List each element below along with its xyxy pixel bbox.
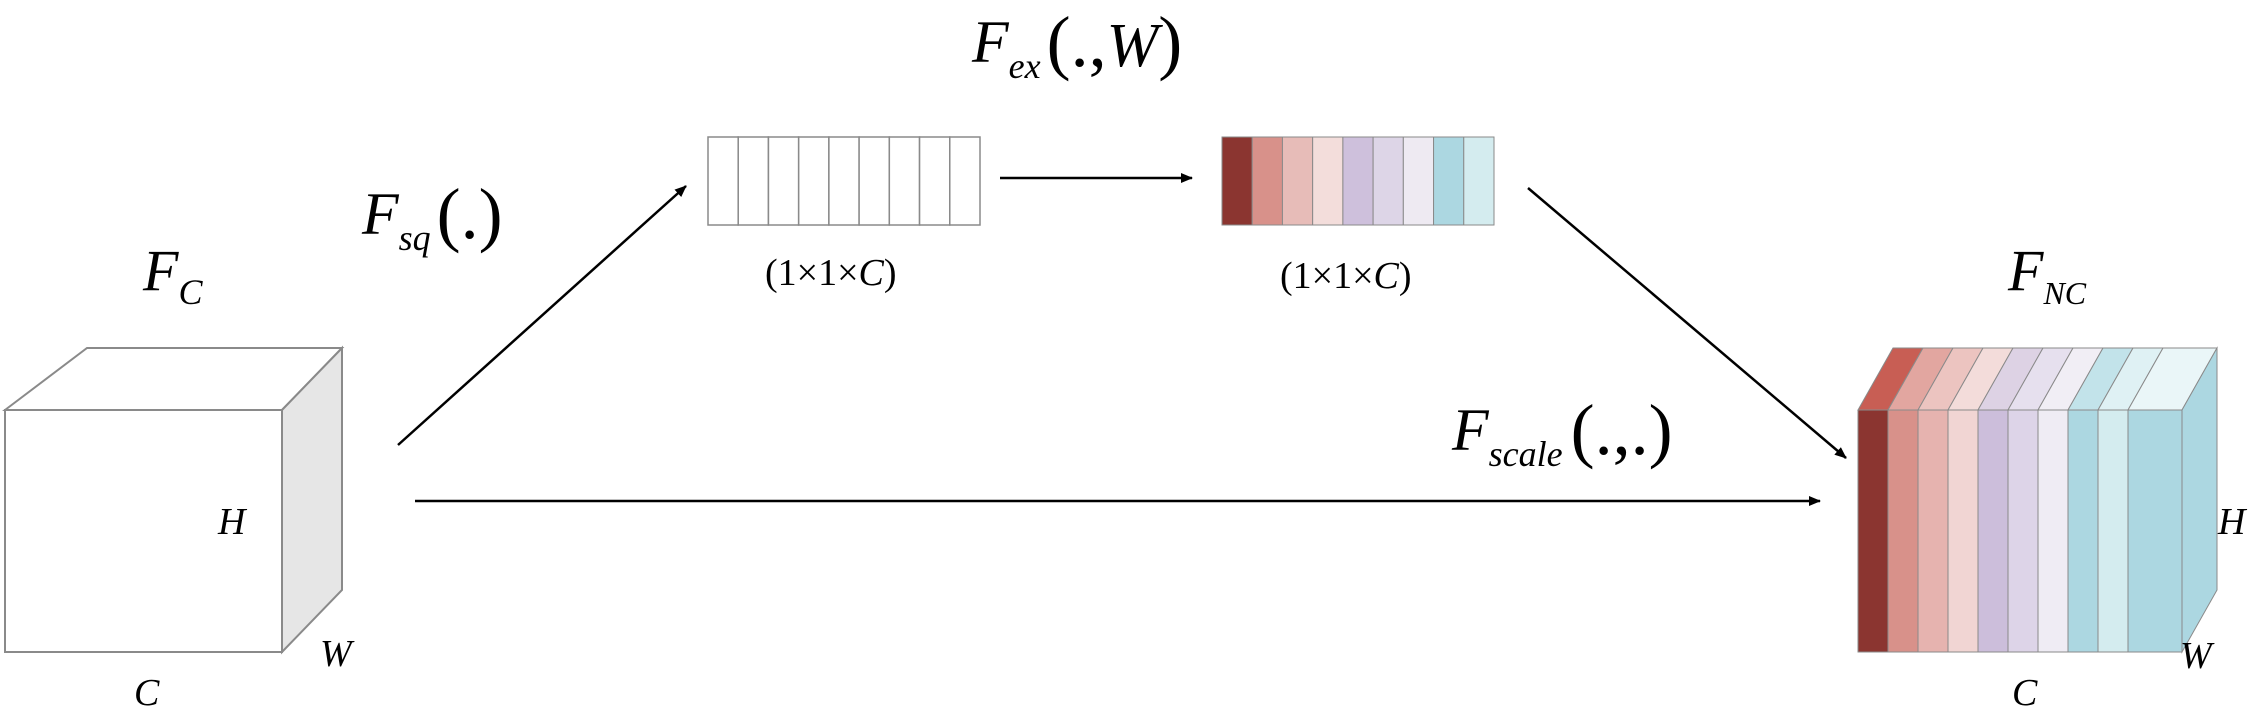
input-cube-label: FC (142, 238, 203, 312)
output-slice (2067, 409, 2099, 653)
squeezed-vector (707, 136, 981, 226)
channel-weight-cell (1433, 136, 1465, 226)
channel-weight-cell (1342, 136, 1374, 226)
channel-weight-cell (1372, 136, 1404, 226)
channel-weight-cell (1251, 136, 1283, 226)
output-slice (2097, 409, 2129, 653)
output-slice (2037, 409, 2069, 653)
squeezed-vector-cell (828, 136, 860, 226)
output-cube-label: FNC (2007, 238, 2087, 311)
squeezed-vector-cell (797, 136, 830, 226)
squeezed-vector-cell (949, 136, 981, 226)
weights-to-output-arrow (1527, 187, 1847, 459)
output-slice (1887, 409, 1919, 653)
output-slice (1917, 409, 1949, 653)
channel-weight-cell (1312, 136, 1344, 226)
squeezed-vector-cell (767, 136, 800, 226)
input-feature-cube (2, 345, 345, 655)
channel-weight-cell (1281, 136, 1314, 226)
scale-label: Fscale(.,.) (1451, 390, 1673, 474)
excitation-label: Fex(.,W) (971, 2, 1182, 86)
output-cube-side-face (2181, 346, 2218, 654)
squeeze-arrow (397, 185, 687, 446)
input-cube-front-face (4, 409, 283, 653)
channel-weight-vector-label: (1×1×C) (1280, 255, 1412, 297)
output-slice (2007, 409, 2039, 653)
input-channel-label: C (134, 672, 160, 712)
squeezed-vector-cell (737, 136, 770, 226)
squeezed-vector-cell (888, 136, 921, 226)
channel-weight-cell (1402, 136, 1435, 226)
channel-weight-cell (1463, 136, 1495, 226)
squeezed-vector-cell (918, 136, 951, 226)
squeeze-label: Fsq(.) (361, 174, 503, 258)
input-width-label: W (320, 633, 355, 675)
output-feature-cube (1857, 346, 2218, 654)
output-channel-label: C (2012, 672, 2038, 712)
output-slice (1857, 409, 1889, 653)
output-slice (1977, 409, 2009, 653)
squeezed-vector-label: (1×1×C) (765, 252, 897, 294)
channel-weight-cell (1221, 136, 1253, 226)
input-height-label: H (217, 501, 248, 543)
output-width-label: W (2180, 635, 2215, 677)
channel-weight-vector (1221, 136, 1495, 226)
output-slice (2127, 409, 2183, 653)
output-height-label: H (2217, 501, 2248, 543)
squeezed-vector-cell (858, 136, 891, 226)
output-slice (1947, 409, 1979, 653)
squeezed-vector-cell (707, 136, 739, 226)
